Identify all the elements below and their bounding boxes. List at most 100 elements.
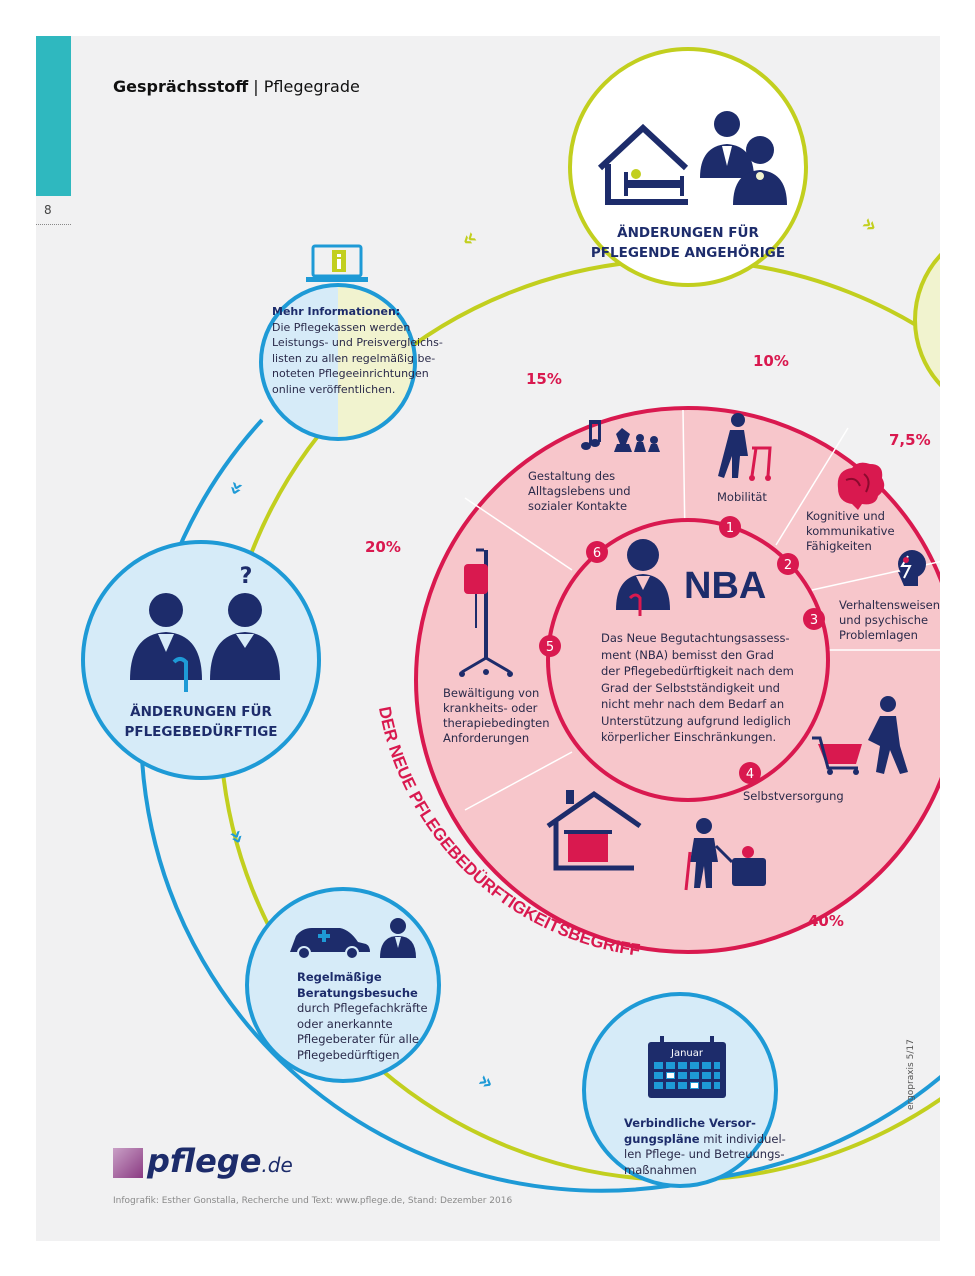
module-number-1: 1: [726, 521, 734, 536]
info-line: online veröffentlichen.: [272, 382, 396, 396]
chess-pieces-icon: [614, 428, 660, 452]
header-separator: |: [253, 77, 259, 96]
plaene-line: len Pflege- und Betreuungs-: [624, 1147, 785, 1161]
module-5-label-line: krankheits- oder: [443, 701, 538, 715]
calendar-month: Januar: [670, 1048, 704, 1059]
circle-info: [259, 283, 417, 441]
walker-person-icon: [718, 413, 772, 481]
module-2-label: Kognitive und kommunikative Fähigkeiten: [806, 509, 895, 554]
module-3-label-line: Verhaltensweisen: [839, 598, 941, 612]
svg-text:»: »: [473, 1068, 498, 1097]
module-marker-4: [739, 762, 761, 784]
chevron-icon: »: [857, 211, 883, 240]
person-with-cane-icon: [616, 539, 670, 616]
info-line: Die Pflegekassen werden: [272, 320, 411, 334]
plaene-title: gungspläne: [624, 1131, 700, 1146]
chevron-icon: »: [473, 1068, 498, 1097]
svg-text:«: «: [456, 225, 482, 254]
module-2-label-line: Fähigkeiten: [806, 539, 872, 553]
module-marker-2: [777, 553, 799, 575]
iv-drip-icon: [459, 548, 513, 677]
beratung-title: Regelmäßige: [297, 970, 382, 984]
module-number-6: 6: [593, 546, 601, 561]
nba-description-line: der Pflegebedürftigkeit nach dem: [601, 664, 794, 678]
page-header: Gesprächsstoff | Pflegegrade: [113, 77, 360, 96]
beduerftige-title-line2: PFLEGEBEDÜRFTIGE: [124, 722, 277, 740]
nba-segment-dividers: [464, 409, 940, 811]
nba-description-line: Grad der Selbstständigkeit und: [601, 680, 780, 695]
info-line: Leistungs- und Preisvergleichs-: [272, 336, 443, 349]
header-topic: Pflegegrade: [263, 77, 360, 96]
music-note-icon: [581, 420, 601, 450]
module-number-5: 5: [546, 640, 554, 655]
module-number-3: 3: [810, 613, 818, 628]
logo-domain: .de: [261, 1153, 293, 1177]
ring-blue-segment-right: [699, 1074, 940, 1182]
nba-description-line: nicht mehr nach dem Bedarf an: [601, 697, 785, 711]
beratung-text: Regelmäßige Beratungsbesuche durch Pfleg…: [297, 970, 428, 1063]
module-2-label-line: Kognitive und: [806, 509, 885, 523]
module-2-label-line: kommunikative: [806, 524, 895, 538]
circle-beratung: [245, 887, 441, 1083]
beratung-line: oder anerkannte: [297, 1016, 393, 1031]
woman-elder-icon: [210, 593, 280, 680]
module-marker-3: [803, 608, 825, 630]
plaene-text: Verbindliche Versor- gungspläne mit indi…: [624, 1116, 786, 1178]
svg-text:«: «: [222, 477, 250, 499]
module-5-label: Bewältigung von krankheits- oder therapi…: [443, 686, 550, 746]
module-3-label-line: Problemlagen: [839, 628, 918, 642]
plaene-line: maßnahmen: [624, 1162, 697, 1177]
man-icon: [700, 111, 754, 178]
module-4-percent: 40%: [808, 912, 844, 930]
nba-description: Das Neue Begutachtungsassess- ment (NBA)…: [601, 630, 794, 746]
laptop-info-icon: [306, 244, 368, 282]
nba-description-line: körperlicher Einschränkungen.: [601, 730, 777, 744]
module-5-label-line: Bewältigung von: [443, 686, 540, 700]
plaene-line: mit individuel-: [699, 1131, 786, 1146]
head-lightning-icon: [898, 550, 926, 586]
module-1-percent: 10%: [753, 352, 789, 370]
module-5-percent: 20%: [365, 538, 401, 556]
module-1-label: Mobilität: [717, 490, 767, 505]
module-number-4: 4: [746, 767, 754, 782]
angehoerige-title-line2: PFLEGENDE ANGEHÖRIGE: [591, 243, 785, 261]
info-line: noteten Pflegeeinrichtungen: [272, 367, 429, 380]
nba-description-line: Das Neue Begutachtungsassess-: [601, 631, 790, 645]
module-6-label-line: Alltagslebens und: [528, 484, 631, 498]
nba-description-line: Unterstützung aufgrund lediglich: [601, 713, 791, 728]
module-marker-1: [719, 516, 741, 538]
issue-label: ergopraxis 5/17: [906, 1039, 916, 1110]
teal-margin-bar: [36, 36, 71, 196]
logo-name: pflege: [147, 1142, 262, 1180]
logo-mark-icon: [113, 1148, 143, 1178]
calendar-icon: [648, 1036, 726, 1098]
woman-icon: [733, 136, 787, 205]
advisor-icon: [380, 918, 416, 958]
dotted-divider: [36, 224, 71, 225]
module-6-label: Gestaltung des Alltagslebens und soziale…: [528, 469, 631, 514]
plaene-title: Verbindliche Versor-: [624, 1116, 756, 1130]
nba-description-line: ment (NBA) bemisst den Grad: [601, 647, 774, 662]
module-6-percent: 15%: [526, 370, 562, 388]
brain-icon: [837, 462, 885, 510]
module-2-percent: 7,5%: [889, 431, 931, 449]
beratung-title: Beratungsbesuche: [297, 985, 418, 1000]
page-number: 8: [44, 203, 52, 217]
beratung-line: Pflegeberater für alle: [297, 1032, 419, 1046]
beratung-line: durch Pflegefachkräfte: [297, 1001, 428, 1015]
module-5-label-line: Anforderungen: [443, 731, 530, 745]
circle-angehoerige: [568, 47, 808, 287]
module-6-label-line: sozialer Kontakte: [528, 499, 628, 513]
module-marker-6: [586, 541, 608, 563]
info-text: Mehr Informationen: Die Pflegekassen wer…: [272, 304, 443, 397]
circle-beduerftige: [81, 540, 321, 780]
man-with-cane-icon: [130, 593, 202, 692]
module-4-label: Selbstversorgung: [743, 789, 844, 804]
person-trolley-icon: [684, 818, 766, 891]
question-mark: ?: [240, 564, 253, 589]
chevron-icon: «: [456, 225, 482, 254]
info-line: listen zu allen regelmäßig be-: [272, 351, 436, 365]
module-marker-5: [539, 635, 561, 657]
circle-partial-right: [913, 252, 940, 388]
